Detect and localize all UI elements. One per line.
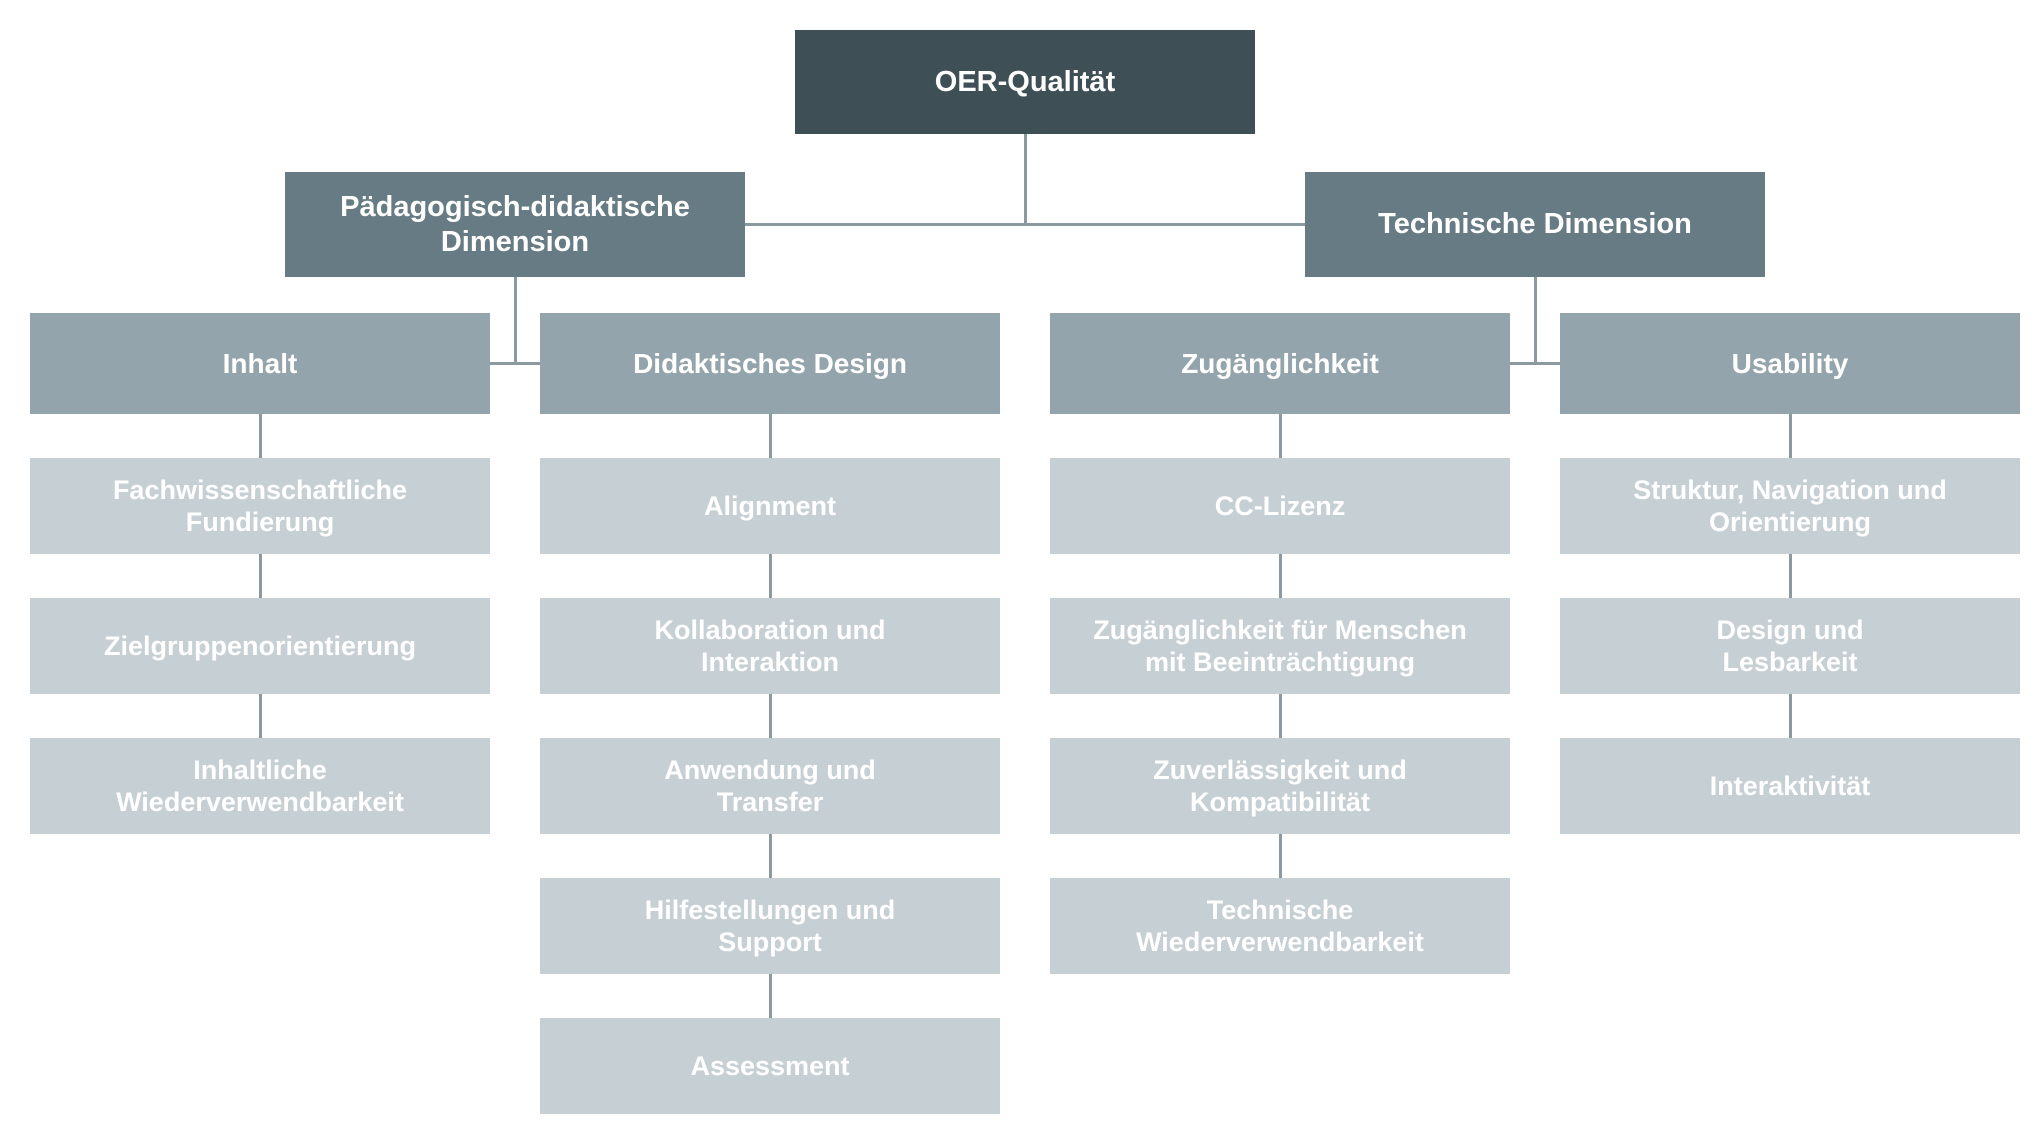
root-node: OER-Qualität (795, 30, 1255, 134)
item-node-label: Zuverlässigkeit und Kompatibilität (1153, 754, 1407, 817)
item-node-label: Assessment (690, 1050, 850, 1081)
category-node: Didaktisches Design (540, 313, 1000, 414)
connector-dimension-horizontal (1280, 362, 1790, 365)
item-node: Technische Wiederverwendbarkeit (1050, 878, 1510, 974)
item-node: Inhaltliche Wiederverwendbarkeit (30, 738, 490, 834)
item-node: Zugänglichkeit für Menschen mit Beeinträ… (1050, 598, 1510, 694)
category-node-label: Usability (1731, 347, 1849, 379)
connector-dimension-vertical (513, 224, 517, 364)
item-node-label: Inhaltliche Wiederverwendbarkeit (116, 754, 404, 817)
item-node: Design und Lesbarkeit (1560, 598, 2020, 694)
root-node-label: OER-Qualität (934, 65, 1116, 98)
item-node: Alignment (540, 458, 1000, 554)
category-node-label: Inhalt (222, 347, 298, 379)
item-node-label: Interaktivität (1709, 770, 1871, 801)
item-node: Interaktivität (1560, 738, 2020, 834)
item-node: Zuverlässigkeit und Kompatibilität (1050, 738, 1510, 834)
connector-dimension-horizontal (260, 362, 770, 365)
category-node: Inhalt (30, 313, 490, 414)
category-node: Zugänglichkeit (1050, 313, 1510, 414)
item-node-label: Fachwissenschaftliche Fundierung (112, 474, 408, 537)
item-node: Fachwissenschaftliche Fundierung (30, 458, 490, 554)
item-node: Struktur, Navigation und Orientierung (1560, 458, 2020, 554)
item-node-label: Zugänglichkeit für Menschen mit Beeinträ… (1093, 614, 1467, 677)
item-node: Anwendung und Transfer (540, 738, 1000, 834)
item-node-label: Hilfestellungen und Support (644, 894, 896, 957)
item-node-label: Kollaboration und Interaktion (654, 614, 886, 677)
connector-dimension-vertical (1533, 224, 1537, 364)
item-node-label: CC-Lizenz (1214, 490, 1346, 521)
item-node: Hilfestellungen und Support (540, 878, 1000, 974)
dimension-node-label: Technische Dimension (1378, 208, 1692, 241)
item-node: CC-Lizenz (1050, 458, 1510, 554)
dimension-node: Pädagogisch-didaktische Dimension (285, 172, 745, 277)
category-node: Usability (1560, 313, 2020, 414)
item-node-label: Alignment (704, 490, 836, 521)
category-node-label: Didaktisches Design (633, 347, 907, 379)
category-node-label: Zugänglichkeit (1181, 347, 1379, 379)
item-node-label: Zielgruppenorientierung (103, 630, 416, 661)
item-node: Kollaboration und Interaktion (540, 598, 1000, 694)
dimension-node-label: Pädagogisch-didaktische Dimension (340, 190, 690, 258)
item-node-label: Anwendung und Transfer (664, 754, 876, 817)
connector-column-vertical (1788, 363, 1792, 750)
connector-root-vertical (1023, 134, 1027, 225)
item-node: Assessment (540, 1018, 1000, 1114)
item-node-label: Struktur, Navigation und Orientierung (1633, 474, 1947, 537)
item-node: Zielgruppenorientierung (30, 598, 490, 694)
item-node-label: Technische Wiederverwendbarkeit (1136, 894, 1424, 957)
dimension-node: Technische Dimension (1305, 172, 1765, 277)
connector-column-vertical (768, 363, 772, 1030)
connector-root-horizontal (515, 223, 1535, 226)
item-node-label: Design und Lesbarkeit (1716, 614, 1864, 677)
connector-column-vertical (258, 363, 262, 750)
